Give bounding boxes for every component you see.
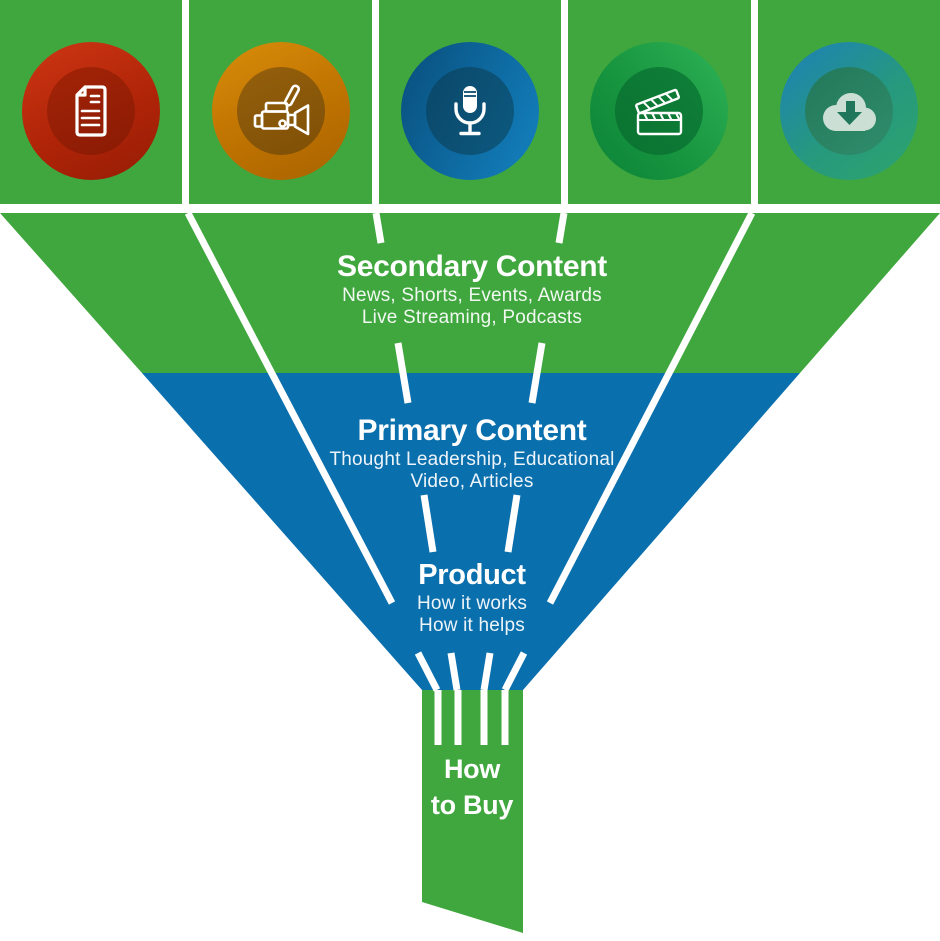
divider-line — [504, 494, 521, 553]
funnel-stage-secondary-shape — [0, 213, 940, 373]
product-subline-1: How it works — [416, 593, 528, 614]
film-badge — [590, 42, 729, 180]
tile-podcast — [378, 0, 562, 204]
cloud-download-icon — [822, 93, 876, 131]
divider-line — [184, 213, 396, 605]
divider-line — [501, 651, 528, 692]
badge-inner-disc — [615, 67, 704, 155]
divider-line — [480, 652, 494, 691]
divider-line — [546, 213, 756, 605]
secondary-content-sublines: News, Shorts, Events, Awards Live Stream… — [2, 285, 940, 329]
funnel-graphic — [0, 213, 940, 933]
video-badge — [211, 42, 350, 180]
divider-line — [420, 494, 437, 553]
how-to-buy-label: How to Buy — [2, 751, 940, 823]
how-to-buy-line-2: to Buy — [430, 790, 514, 820]
clapperboard-icon — [635, 88, 683, 136]
funnel-divider-lines — [184, 213, 756, 745]
primary-content-sublines: Thought Leadership, Educational Video, A… — [2, 449, 940, 493]
primary-subline-1: Thought Leadership, Educational — [329, 449, 615, 470]
podcast-badge — [400, 42, 539, 180]
secondary-subline-2: Live Streaming, Podcasts — [361, 307, 583, 328]
product-subline-2: How it helps — [419, 615, 525, 636]
microphone-icon — [454, 86, 486, 136]
divider-line — [372, 213, 385, 244]
download-badge — [779, 42, 918, 180]
tile-articles — [0, 0, 183, 204]
divider-line — [394, 342, 412, 404]
funnel-stem-shape — [422, 690, 523, 933]
product-title: Product — [418, 559, 526, 591]
divider-line — [555, 213, 568, 244]
how-to-buy-line-1: How — [443, 754, 501, 784]
primary-subline-2: Video, Articles — [410, 471, 534, 492]
tile-download — [757, 0, 940, 204]
content-type-band — [0, 0, 940, 204]
divider-line — [447, 652, 461, 691]
divider-line — [414, 651, 441, 692]
tile-video — [189, 0, 372, 204]
secondary-subline-1: News, Shorts, Events, Awards — [342, 285, 602, 306]
document-icon — [75, 85, 107, 137]
product-sublines: How it works How it helps — [2, 593, 940, 637]
funnel-stage-primary-product-shape — [142, 373, 800, 690]
divider-line — [528, 342, 546, 404]
movie-camera-icon — [253, 84, 309, 136]
primary-content-title: Primary Content — [357, 414, 587, 447]
secondary-content-title: Secondary Content — [337, 250, 607, 283]
articles-badge — [22, 42, 161, 180]
tile-film — [568, 0, 751, 204]
